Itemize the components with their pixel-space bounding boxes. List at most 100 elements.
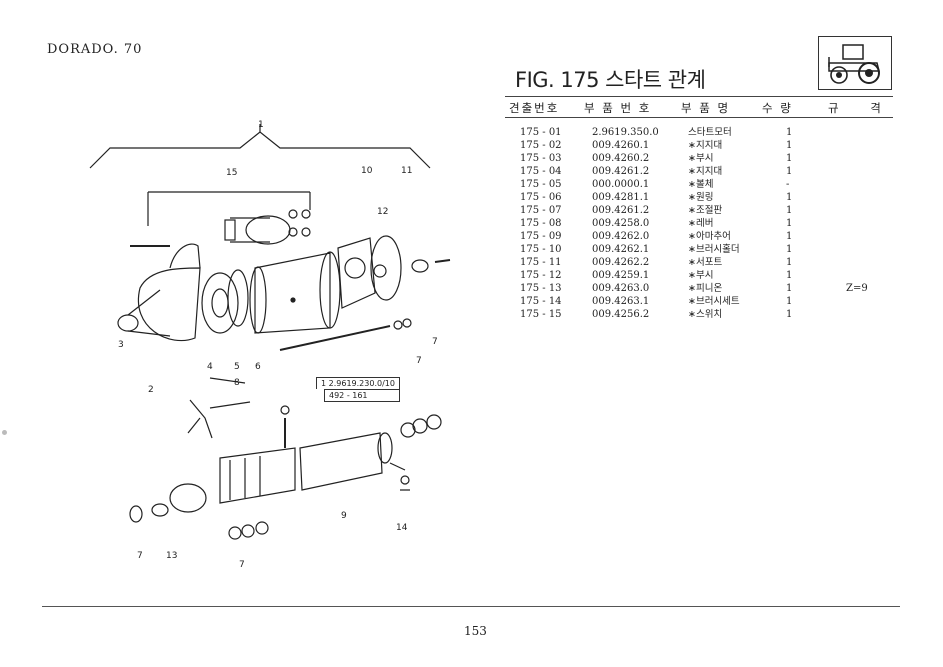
callout-9: 9 [341,511,347,521]
callout-4: 4 [207,362,213,372]
part-qty: 1 [786,192,793,203]
part-number: 009.4261.2 [592,205,650,216]
part-name: ∗원링 [688,192,714,203]
part-spec [846,178,906,191]
part-ref: 175 - 15 [520,309,562,320]
part-name: ∗지지대 [688,140,723,151]
part-name: ∗레버 [688,218,714,229]
callout-8: 8 [234,378,240,388]
part-qty: 1 [786,231,793,242]
header-top-rule [505,96,893,97]
support-disc [201,272,239,334]
lever [187,399,213,439]
tractor-icon [818,36,892,90]
part-spec [846,230,906,243]
part-spec [846,204,906,217]
part-number: 009.4263.1 [592,296,650,307]
col-part-number: 부 품 번 호 [584,101,652,115]
callout-14: 14 [396,523,408,533]
callout-10: 10 [361,166,373,176]
part-spec [846,165,906,178]
part-number: 009.4261.2 [592,166,650,177]
part-spec [846,269,906,282]
table-row: 175 - 15 009.4256.2 ∗스위치 1 [508,308,906,321]
part-qty: 1 [786,218,793,229]
part-ref: 175 - 14 [520,296,562,307]
part-spec [846,256,906,269]
part-qty: 1 [786,309,793,320]
part-ref: 175 - 06 [520,192,562,203]
part-number: 000.0000.1 [592,179,650,190]
scan-mark [2,430,7,435]
part-name: ∗조절판 [688,205,723,216]
part-qty: 1 [786,270,793,281]
part-number: 009.4281.1 [592,192,650,203]
solenoid-body [245,215,291,245]
part-qty: 1 [786,244,793,255]
part-spec [846,191,906,204]
through-bolt [279,325,391,351]
part-name: ∗서포트 [688,257,723,268]
part-qty: 1 [786,127,793,138]
reference-box-line2: 492 - 161 [324,389,400,402]
callout-6: 6 [255,362,261,372]
callout-3: 3 [118,340,124,350]
part-number: 009.4262.1 [592,244,650,255]
part-ref: 175 - 05 [520,179,562,190]
part-name: ∗지지대 [688,166,723,177]
col-spec: 규 격 [828,101,895,115]
armature [299,432,383,491]
callout-7: 7 [432,337,438,347]
part-name: ∗브러시세트 [688,296,740,307]
part-spec [846,126,906,139]
part-qty: 1 [786,166,793,177]
part-number: 2.9619.350.0 [592,127,659,138]
part-ref: 175 - 10 [520,244,562,255]
col-ref: 견출번호 [509,101,560,115]
part-spec [846,152,906,165]
part-ref: 175 - 04 [520,166,562,177]
callout-13: 13 [166,551,178,561]
part-number: 009.4262.2 [592,257,650,268]
part-ref: 175 - 03 [520,153,562,164]
part-number: 009.4256.2 [592,309,650,320]
part-number: 009.4260.2 [592,153,650,164]
callout-7-right: 7 [416,356,422,366]
part-qty: 1 [786,153,793,164]
model-name: DORADO. 70 [47,42,143,57]
callout-1: 1 [258,120,264,130]
page-number: 153 [464,624,487,638]
reference-box-line1: 1 2.9619.230.0/10 [316,377,400,389]
part-number: 009.4263.0 [592,283,650,294]
part-ref: 175 - 08 [520,218,562,229]
part-name: ∗볼체 [688,179,714,190]
col-part-name: 부 품 명 [681,101,731,115]
part-spec: Z=9 [846,283,868,294]
header-bottom-rule [505,117,893,118]
figure-title: FIG. 175 스타트 관계 [515,68,706,92]
part-spec [846,243,906,256]
part-qty: 1 [786,140,793,151]
part-name: ∗피니온 [688,283,723,294]
part-spec [846,139,906,152]
callout-5: 5 [234,362,240,372]
part-ref: 175 - 02 [520,140,562,151]
part-qty: 1 [786,257,793,268]
exploded-diagram [89,124,451,540]
part-name: ∗스위치 [688,309,723,320]
end-cover [370,235,402,301]
callout-2: 2 [148,385,154,395]
part-name: ∗아마추어 [688,231,731,242]
part-number: 009.4259.1 [592,270,650,281]
callout-15: 15 [226,168,238,178]
